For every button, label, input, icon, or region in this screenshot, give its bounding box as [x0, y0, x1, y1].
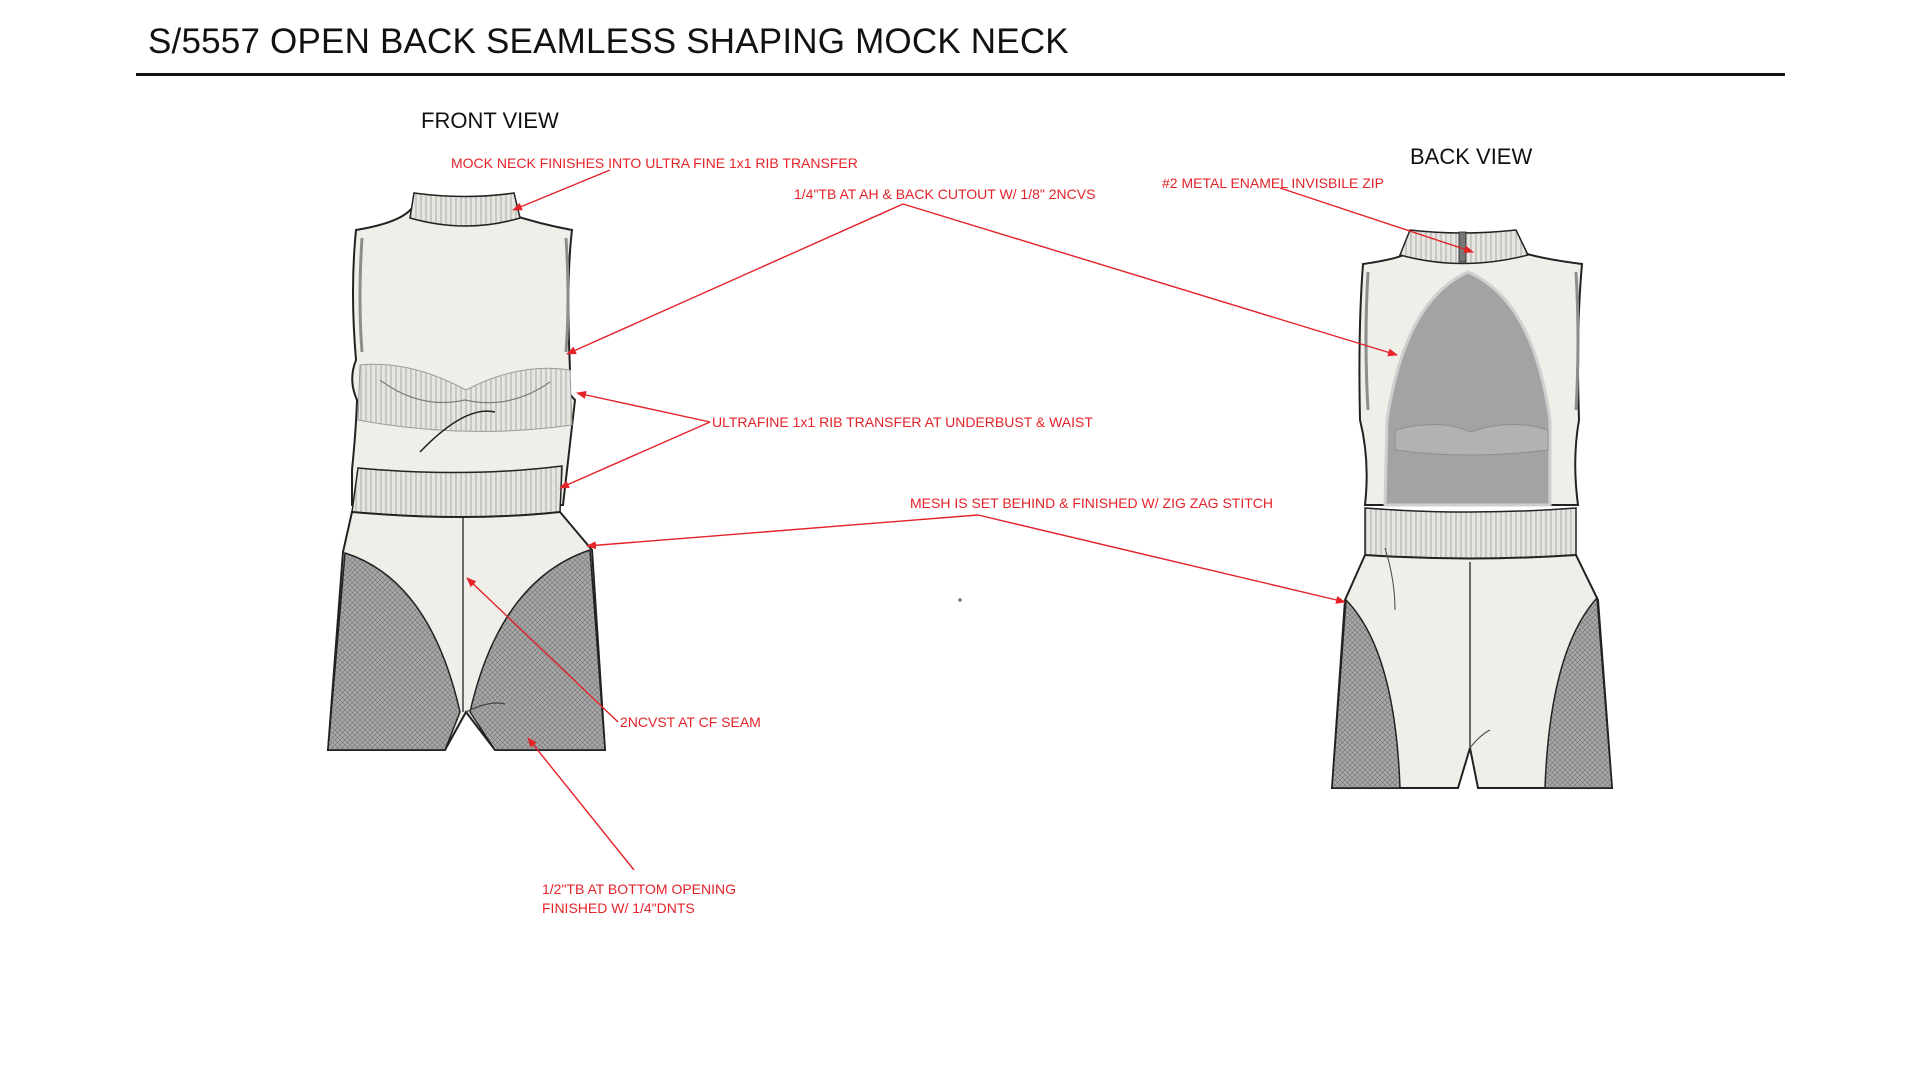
- callout-bottom-line2: FINISHED W/ 1/4"DNTS: [542, 900, 695, 916]
- callout-zip: #2 METAL ENAMEL INVISBILE ZIP: [1162, 175, 1384, 191]
- front-bodice: [351, 203, 577, 506]
- front-garment: [326, 192, 607, 751]
- callout-mesh: MESH IS SET BEHIND & FINISHED W/ ZIG ZAG…: [910, 495, 1273, 511]
- back-view-label: BACK VIEW: [1410, 144, 1533, 169]
- back-shorts: [1330, 553, 1614, 789]
- callout-cf-seam: 2NCVST AT CF SEAM: [620, 714, 761, 730]
- back-mesh-right: [1544, 596, 1613, 789]
- front-mock-neck: [409, 192, 521, 227]
- back-mesh-left: [1331, 598, 1401, 789]
- callout-bottom-opening: 1/2"TB AT BOTTOM OPENING FINISHED W/ 1/4…: [542, 880, 736, 918]
- front-waist-band: [351, 465, 563, 518]
- callout-rib-transfer: ULTRAFINE 1x1 RIB TRANSFER AT UNDERBUST …: [712, 414, 1093, 430]
- page-title: S/5557 OPEN BACK SEAMLESS SHAPING MOCK N…: [148, 22, 1069, 61]
- back-garment: [1330, 229, 1614, 789]
- front-mesh-right: [469, 548, 606, 751]
- annotation-leaders: [466, 169, 1474, 871]
- callout-tb-armhole: 1/4"TB AT AH & BACK CUTOUT W/ 1/8" 2NCVS: [794, 186, 1096, 202]
- callout-bottom-line1: 1/2"TB AT BOTTOM OPENING: [542, 881, 737, 897]
- back-waist-band: [1364, 507, 1577, 560]
- callout-mock-neck: MOCK NECK FINISHES INTO ULTRA FINE 1x1 R…: [451, 155, 858, 171]
- title-rule: [136, 73, 1785, 76]
- front-mesh-left: [327, 552, 461, 751]
- front-view-label: FRONT VIEW: [421, 108, 559, 133]
